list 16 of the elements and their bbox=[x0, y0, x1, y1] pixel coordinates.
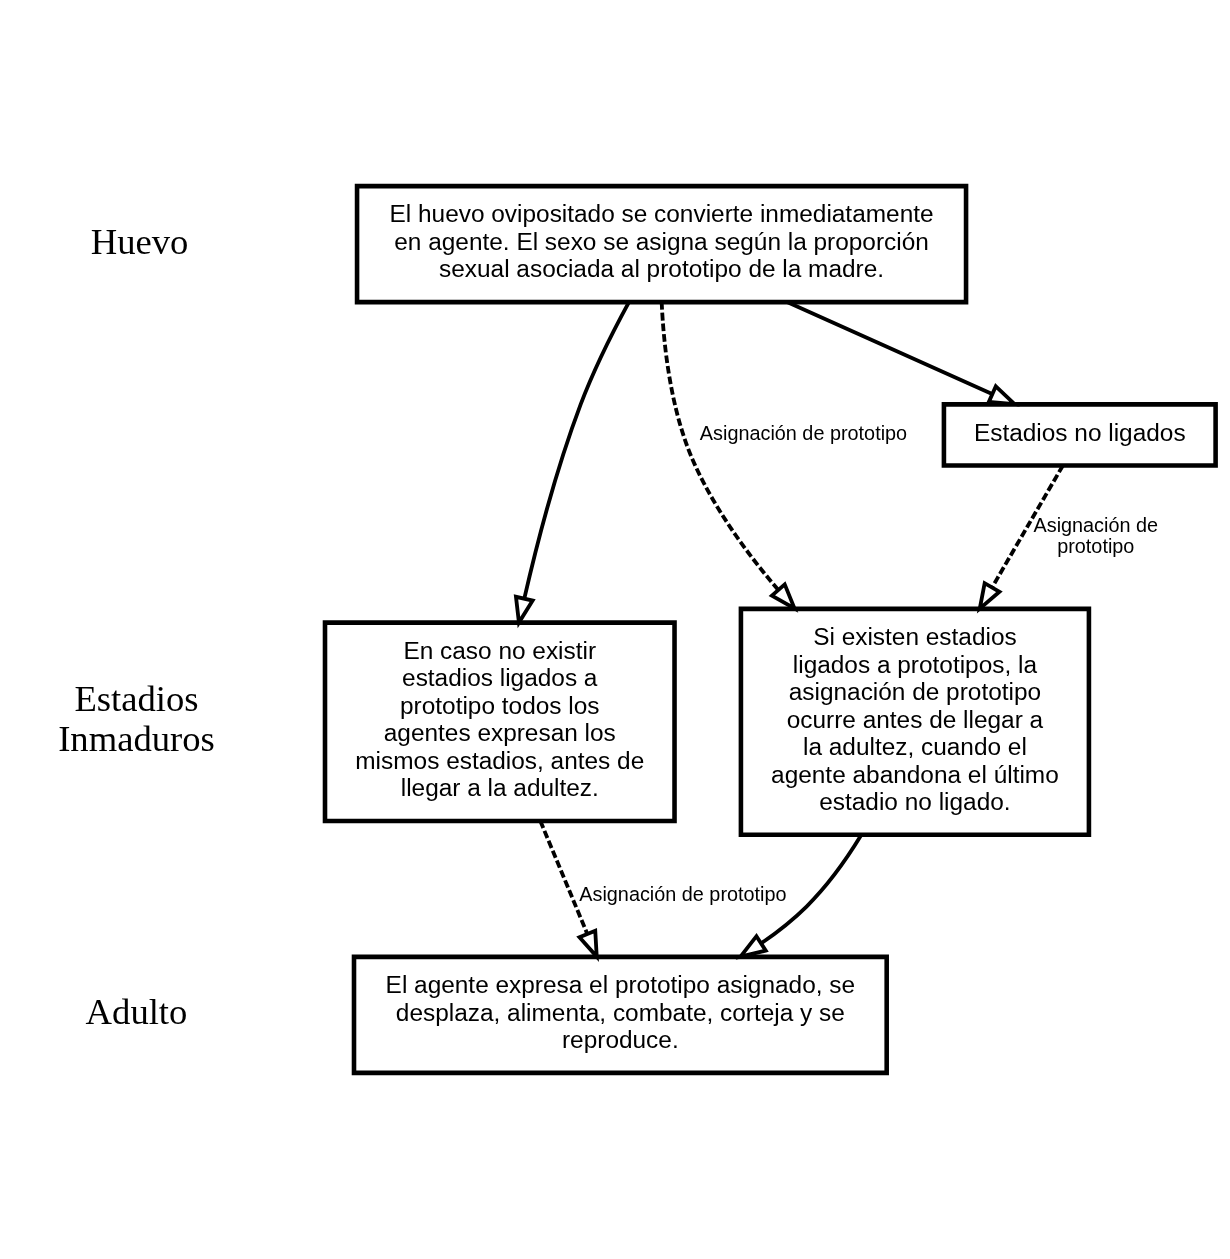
node-box: En caso no existir estadios ligados a prototipo todos los agentes expresan los mismos estadios, antes de llegar a la adultez. bbox=[322, 620, 677, 824]
arrow bbox=[976, 464, 1065, 614]
edge-label: Asignación de prototipo bbox=[1033, 513, 1159, 558]
arrow bbox=[735, 834, 863, 960]
node-box: Si existen estadios ligados a prototipos, la asignación de prototipo ocurre antes de llegar a la adultez, cuando el agente abandona el último estadio no ligado. bbox=[738, 606, 1092, 838]
arrow bbox=[513, 301, 631, 629]
arrow bbox=[538, 820, 599, 962]
label: Adulto bbox=[85, 991, 188, 1033]
arrow bbox=[659, 302, 799, 613]
node-box: El agente expresa el prototipo asignado, se desplaza, alimenta, combate, corteja y se reproduce. bbox=[351, 954, 889, 1076]
edge-label: Asignación de prototipo bbox=[699, 422, 908, 445]
label: Estadios Inmaduros bbox=[58, 678, 215, 760]
label: Huevo bbox=[90, 220, 189, 262]
node-box: El huevo ovipositado se convierte inmediatamente en agente. El sexo se asigna según la proporción sexual asociada al prototipo de la madre. bbox=[354, 183, 969, 305]
node-box: Estadios no ligados bbox=[941, 402, 1218, 468]
edge-label: Asignación de prototipo bbox=[579, 883, 787, 906]
